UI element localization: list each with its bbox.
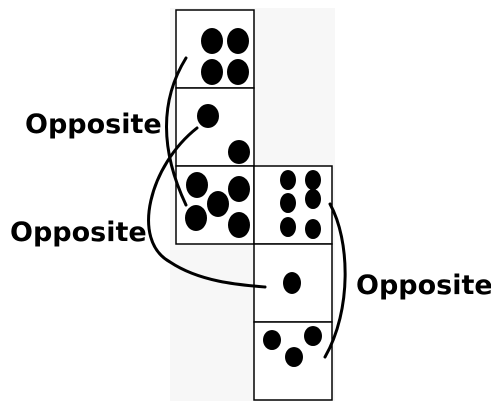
pip [227, 28, 249, 54]
pips-layer [185, 28, 322, 367]
pip [280, 217, 296, 237]
pip [228, 140, 250, 164]
pip [228, 212, 250, 238]
pip [283, 272, 301, 294]
pip [228, 176, 250, 202]
pip [227, 59, 249, 85]
pip [207, 191, 229, 217]
pip [197, 104, 219, 128]
opposite-connector-5-1 [147, 126, 267, 289]
pip [185, 205, 207, 231]
pip [263, 330, 281, 350]
pip [305, 219, 321, 239]
opposite-label-top: Opposite [25, 109, 162, 140]
pip [186, 172, 208, 198]
pip [285, 347, 303, 367]
opposite-connector-6-3 [323, 202, 347, 359]
opposite-label-right: Opposite [356, 270, 491, 301]
opposite-connector-4-2 [165, 56, 188, 207]
pip [305, 170, 321, 190]
pip [280, 193, 296, 213]
pip [305, 189, 321, 209]
pip [304, 326, 322, 346]
pip [201, 59, 223, 85]
opposite-label-middle: Opposite [10, 217, 147, 248]
pip [201, 28, 223, 54]
pip [280, 170, 296, 190]
